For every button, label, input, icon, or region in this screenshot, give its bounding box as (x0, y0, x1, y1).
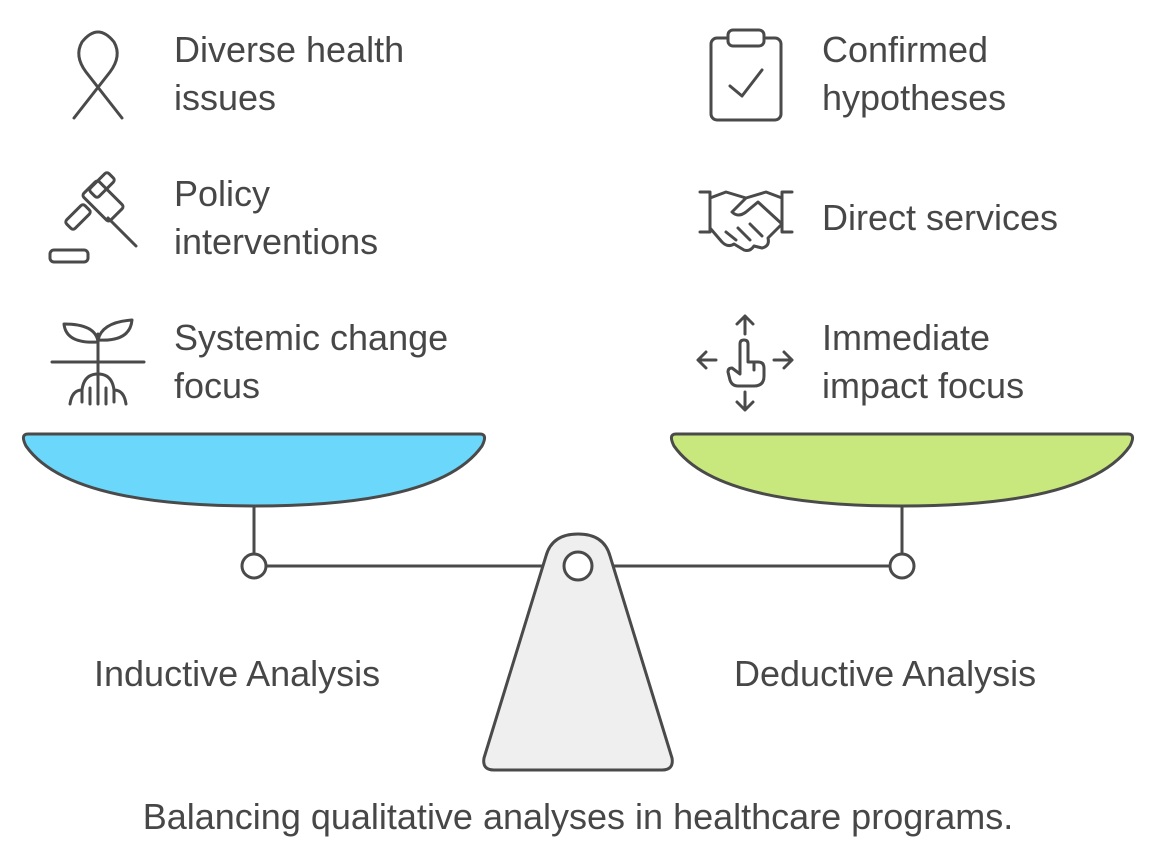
right-item-2-text: Direct services (822, 197, 1059, 238)
gavel-icon (44, 168, 144, 268)
diagram-caption: Balancing qualitative analyses in health… (142, 796, 1014, 837)
fulcrum (482, 532, 674, 772)
left-pivot (240, 552, 268, 580)
left-pan (21, 432, 487, 508)
handshake-icon (696, 184, 796, 254)
sprout-icon (48, 312, 148, 412)
right-side-label: Deductive Analysis (734, 653, 1037, 694)
ribbon-icon (62, 28, 136, 124)
left-side-label: Inductive Analysis (94, 653, 381, 694)
right-pan (669, 432, 1135, 508)
left-item-1-text: Diverse health issues (174, 29, 405, 118)
right-item-1-text: Confirmed hypotheses (822, 29, 1007, 118)
clipboard-check-icon (706, 26, 786, 124)
left-item-3-text: Systemic change focus (174, 317, 449, 406)
fulcrum-pivot (562, 550, 594, 582)
pointer-arrows-icon (694, 312, 796, 414)
left-item-2-text: Policy interventions (174, 173, 379, 262)
right-pivot (888, 552, 916, 580)
right-item-3-text: Immediate impact focus (822, 317, 1025, 406)
